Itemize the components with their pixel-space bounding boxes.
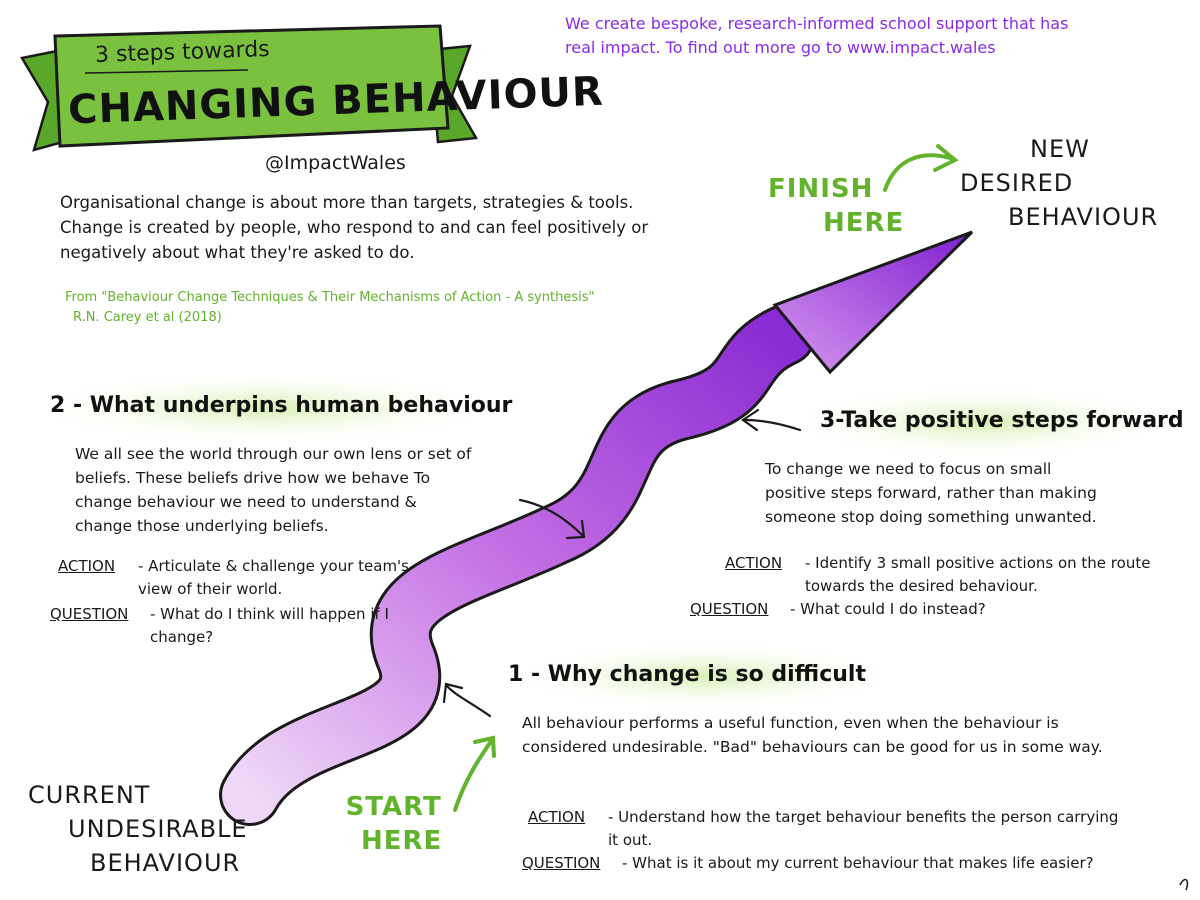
start-arrow bbox=[453, 735, 496, 812]
section-two-body: We all see the world through our own len… bbox=[75, 445, 472, 535]
question-label: QUESTION bbox=[522, 854, 601, 872]
start-label: START HERE bbox=[345, 790, 442, 858]
new-behaviour-label: NEW DESIRED BEHAVIOUR bbox=[960, 132, 1158, 234]
citation-line-2: R.N. Carey et al (2018) bbox=[73, 310, 222, 325]
section-three-highlight bbox=[780, 384, 1180, 460]
finish-line-2: HERE bbox=[823, 208, 905, 238]
action-text: - Identify 3 small positive actions on t… bbox=[805, 554, 1151, 595]
finish-label: FINISH HERE bbox=[768, 172, 904, 240]
section-three-body: To change we need to focus on small posi… bbox=[765, 460, 1097, 526]
arrow-tip bbox=[772, 230, 974, 375]
behaviour-path bbox=[219, 230, 974, 826]
action-label: ACTION bbox=[528, 808, 586, 826]
question-text: - What is it about my current behaviour … bbox=[622, 854, 1094, 872]
citation-line-1: From "Behaviour Change Techniques & Thei… bbox=[65, 290, 595, 305]
current-line-2: UNDESIRABLE bbox=[68, 815, 248, 843]
finish-arrow bbox=[883, 144, 959, 192]
action-text: - Articulate & challenge your team's vie… bbox=[138, 557, 409, 598]
section-three-question: QUESTION - What could I do instead? bbox=[690, 598, 1150, 621]
section-two-highlight bbox=[15, 370, 515, 446]
citation: From "Behaviour Change Techniques & Thei… bbox=[65, 288, 625, 328]
section-three-action: ACTION - Identify 3 small positive action… bbox=[725, 552, 1165, 598]
question-label: QUESTION bbox=[690, 600, 769, 618]
action-label: ACTION bbox=[58, 557, 116, 575]
current-line-1: CURRENT bbox=[28, 781, 151, 809]
current-behaviour-label: CURRENT UNDESIRABLE BEHAVIOUR bbox=[28, 778, 248, 880]
section-one-action: ACTION - Understand how the target behavi… bbox=[528, 806, 1128, 852]
title-banner bbox=[20, 24, 479, 152]
section-one-highlight bbox=[500, 640, 910, 712]
section-two-action: ACTION - Articulate & challenge your team… bbox=[58, 555, 448, 601]
twitter-handle: @ImpactWales bbox=[265, 152, 406, 174]
section-one-question: QUESTION - What is it about my current be… bbox=[522, 852, 1187, 875]
start-line-1: START bbox=[345, 792, 442, 822]
section-two-question: QUESTION - What do I think will happen if… bbox=[50, 603, 420, 649]
promo-text: We create bespoke, research-informed sch… bbox=[565, 14, 1069, 57]
section-two-title: 2 - What underpins human behaviour bbox=[50, 393, 513, 418]
start-line-2: HERE bbox=[361, 826, 443, 856]
new-line-1: NEW bbox=[1030, 135, 1090, 163]
intro-text: Organisational change is about more than… bbox=[60, 193, 649, 262]
finish-line-1: FINISH bbox=[768, 174, 874, 204]
section-one-title: 1 - Why change is so difficult bbox=[508, 662, 866, 687]
pointer-arrows bbox=[442, 408, 802, 718]
corner-mark bbox=[1179, 878, 1189, 891]
question-label: QUESTION bbox=[50, 605, 129, 623]
current-line-3: BEHAVIOUR bbox=[90, 849, 241, 877]
section-one-body: All behaviour performs a useful function… bbox=[522, 714, 1103, 756]
question-text: - What do I think will happen if I chang… bbox=[150, 605, 389, 646]
action-text: - Understand how the target behaviour be… bbox=[608, 808, 1119, 849]
action-label: ACTION bbox=[725, 554, 783, 572]
new-line-2: DESIRED bbox=[960, 169, 1074, 197]
question-text: - What could I do instead? bbox=[790, 600, 986, 618]
new-line-3: BEHAVIOUR bbox=[1008, 203, 1159, 231]
section-three-title: 3-Take positive steps forward bbox=[820, 408, 1184, 433]
